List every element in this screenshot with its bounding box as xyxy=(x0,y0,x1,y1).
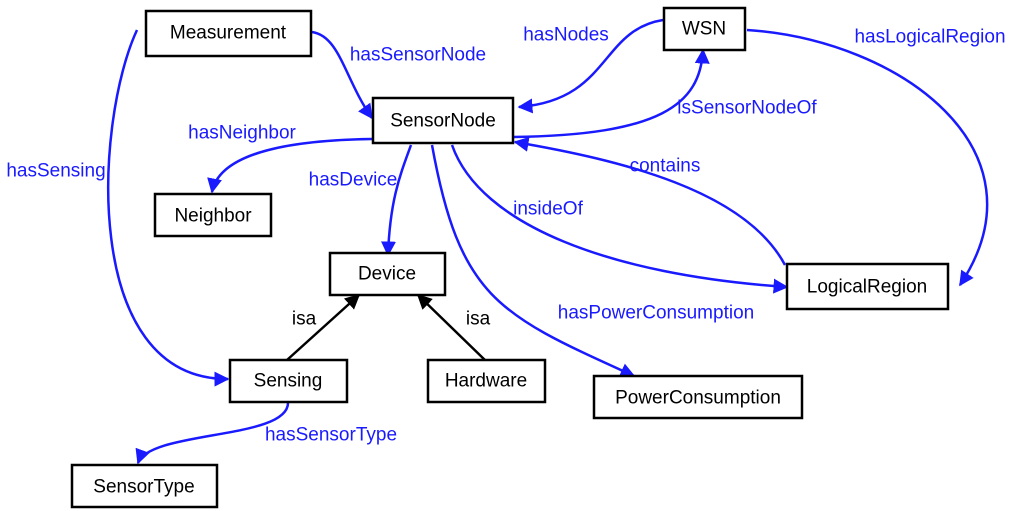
label-hasSensing: hasSensing xyxy=(6,161,105,182)
edges xyxy=(106,18,989,465)
label-contains: contains xyxy=(630,156,701,177)
node-sensing: Sensing xyxy=(228,358,349,404)
node-label-logicalregion: LogicalRegion xyxy=(807,277,927,298)
edge-labels: hasSensorNode hasNodes hasLogicalRegion … xyxy=(6,25,1005,446)
label-hasLogicalRegion: hasLogicalRegion xyxy=(854,27,1005,48)
node-neighbor: Neighbor xyxy=(153,192,273,238)
node-label-neighbor: Neighbor xyxy=(174,206,252,227)
node-label-measurement: Measurement xyxy=(170,23,287,44)
edge-hasLogicalRegion xyxy=(746,28,989,287)
node-label-wsn: WSN xyxy=(682,19,726,40)
edge-hasPowerConsumption xyxy=(430,144,636,378)
node-label-powerconsumption: PowerConsumption xyxy=(615,388,781,409)
edge-hasNeighbor xyxy=(207,137,373,194)
label-insideOf: insideOf xyxy=(513,199,583,220)
label-hasNodes: hasNodes xyxy=(523,25,609,46)
edge-hasSensing xyxy=(106,29,230,387)
node-label-sensornode: SensorNode xyxy=(390,111,496,132)
node-label-device: Device xyxy=(358,264,416,285)
edge-isSensorNodeOf xyxy=(512,48,710,139)
edge-hasNodes xyxy=(517,18,664,114)
label-hasPowerConsumption: hasPowerConsumption xyxy=(558,303,754,324)
label-hasDevice: hasDevice xyxy=(309,170,398,191)
edge-hasSensorNode xyxy=(311,30,374,120)
node-label-sensortype: SensorType xyxy=(93,477,194,498)
node-label-hardware: Hardware xyxy=(445,371,527,392)
edge-contains xyxy=(513,136,787,266)
label-hasSensorNode: hasSensorNode xyxy=(350,45,486,66)
edge-isa-hardware xyxy=(416,293,488,363)
edge-isa-sensing xyxy=(286,293,361,361)
edge-hasDevice xyxy=(380,144,413,257)
node-measurement: Measurement xyxy=(144,9,313,58)
node-powerconsumption: PowerConsumption xyxy=(592,374,804,420)
node-logicalregion: LogicalRegion xyxy=(785,262,950,311)
label-isa-sensing: isa xyxy=(292,309,317,330)
node-label-sensing: Sensing xyxy=(254,371,323,392)
node-sensornode: SensorNode xyxy=(371,96,515,145)
label-isSensorNodeOf: isSensorNodeOf xyxy=(677,98,817,119)
edge-hasSensorType xyxy=(135,401,290,465)
label-hasNeighbor: hasNeighbor xyxy=(188,123,296,144)
label-hasSensorType: hasSensorType xyxy=(265,425,397,446)
node-hardware: Hardware xyxy=(426,358,547,404)
node-device: Device xyxy=(328,251,447,297)
label-isa-hardware: isa xyxy=(466,309,491,330)
nodes: Measurement WSN SensorNode Neighbor Devi… xyxy=(70,6,950,509)
node-wsn: WSN xyxy=(662,6,747,52)
isa-labels: isa isa xyxy=(292,309,491,330)
edge-insideOf xyxy=(450,144,789,294)
node-sensortype: SensorType xyxy=(70,463,219,509)
